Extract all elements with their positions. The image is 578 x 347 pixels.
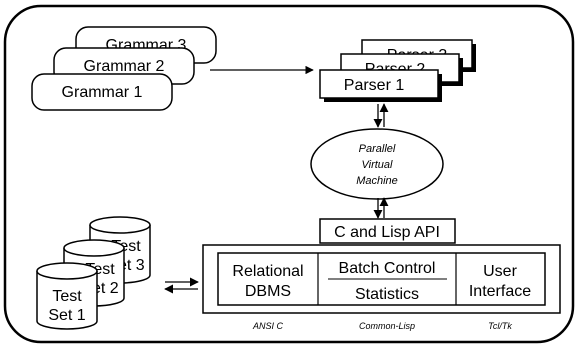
api-label: C and Lisp API: [334, 224, 440, 241]
relational-dbms-line-1: Relational: [232, 263, 303, 280]
test-set-1-line-2: Set 1: [48, 307, 85, 324]
outer-frame: [3, 4, 575, 344]
pvm-label-line-1: Parallel: [359, 143, 396, 155]
system-box: Relational DBMS Batch Control Statistics…: [202, 244, 561, 314]
parser-stack: Parser 3 Parser 2 Parser 1: [319, 39, 476, 102]
relational-dbms-line-2: DBMS: [245, 283, 291, 300]
parser-1-label: Parser 1: [344, 77, 405, 94]
grammar-1: Grammar 1: [31, 73, 173, 111]
statistics-label: Statistics: [355, 286, 419, 303]
pvm-label-line-2: Virtual: [362, 159, 394, 171]
pvm-label-line-3: Machine: [356, 175, 398, 187]
test-set-1-line-1: Test: [52, 288, 82, 305]
grammar-2-label: Grammar 2: [84, 58, 165, 75]
parallel-virtual-machine: Parallel Virtual Machine: [310, 128, 444, 200]
grammar-1-label: Grammar 1: [62, 84, 143, 101]
ansi-c-label: ANSI C: [252, 321, 284, 331]
user-interface-line-1: User: [483, 263, 517, 280]
grammar-stack: Grammar 3 Grammar 2 Grammar 1: [31, 26, 217, 111]
parser-1: Parser 1: [319, 69, 442, 102]
tcl-tk-label: Tcl/Tk: [488, 321, 512, 331]
test-set-stack: Test Set 3 Test Set 2 Test Set 1: [36, 216, 151, 330]
c-lisp-api-box: C and Lisp API: [319, 218, 456, 244]
common-lisp-label: Common-Lisp: [359, 321, 415, 331]
pvm-api-double-arrow: [373, 197, 389, 219]
user-interface-line-2: Interface: [469, 283, 531, 300]
testsets-system-arrows: [164, 277, 199, 294]
parser-pvm-double-arrow: [373, 103, 389, 128]
batch-control-label: Batch Control: [339, 260, 436, 277]
test-set-1: Test Set 1: [36, 262, 98, 330]
